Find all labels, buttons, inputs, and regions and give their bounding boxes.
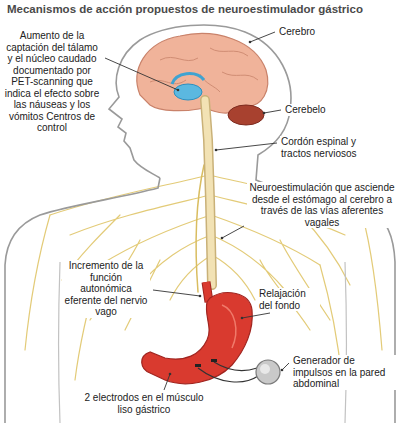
leader-line (242, 313, 270, 318)
callout-label: Neuroestimulación que asciende desde el … (247, 182, 397, 228)
callout-label: Cerebelo (284, 104, 327, 116)
callout-label: 2 electrodos en el músculo liso gástrico (82, 392, 206, 415)
leader-line (105, 58, 178, 90)
leader-line (216, 143, 277, 150)
callout-label: Cordón espinal y tractos nerviosos (280, 136, 364, 159)
leader-line (164, 374, 170, 390)
callout-label: Relajación del fondo (258, 288, 320, 311)
leader-dot (199, 295, 202, 298)
leader-line (250, 32, 275, 42)
callout-label: Aumento de la captación del tálamo y el … (2, 30, 102, 134)
stomach (142, 282, 253, 384)
leader-dot (169, 373, 172, 376)
leader-line (153, 290, 200, 296)
leader-dot (281, 369, 284, 372)
leader-dot (177, 89, 180, 92)
leader-line (264, 110, 281, 113)
leader-line (282, 363, 289, 370)
leader-line (222, 226, 244, 238)
callout-label: Generador de impulsos en la pared abdomi… (292, 355, 397, 390)
spinal-cord (205, 100, 212, 285)
leader-dot (263, 112, 266, 115)
impulse-generator (195, 359, 280, 384)
leader-dot (221, 237, 224, 240)
leader-dot (241, 317, 244, 320)
leader-dot (215, 149, 218, 152)
callout-label: Cerebro (278, 26, 316, 38)
leader-dot (249, 41, 252, 44)
title: Mecanismos de acción propuestos de neuro… (6, 3, 364, 15)
callout-label: Incremento de la función autonómica efer… (62, 260, 150, 318)
cerebellum (228, 105, 264, 125)
